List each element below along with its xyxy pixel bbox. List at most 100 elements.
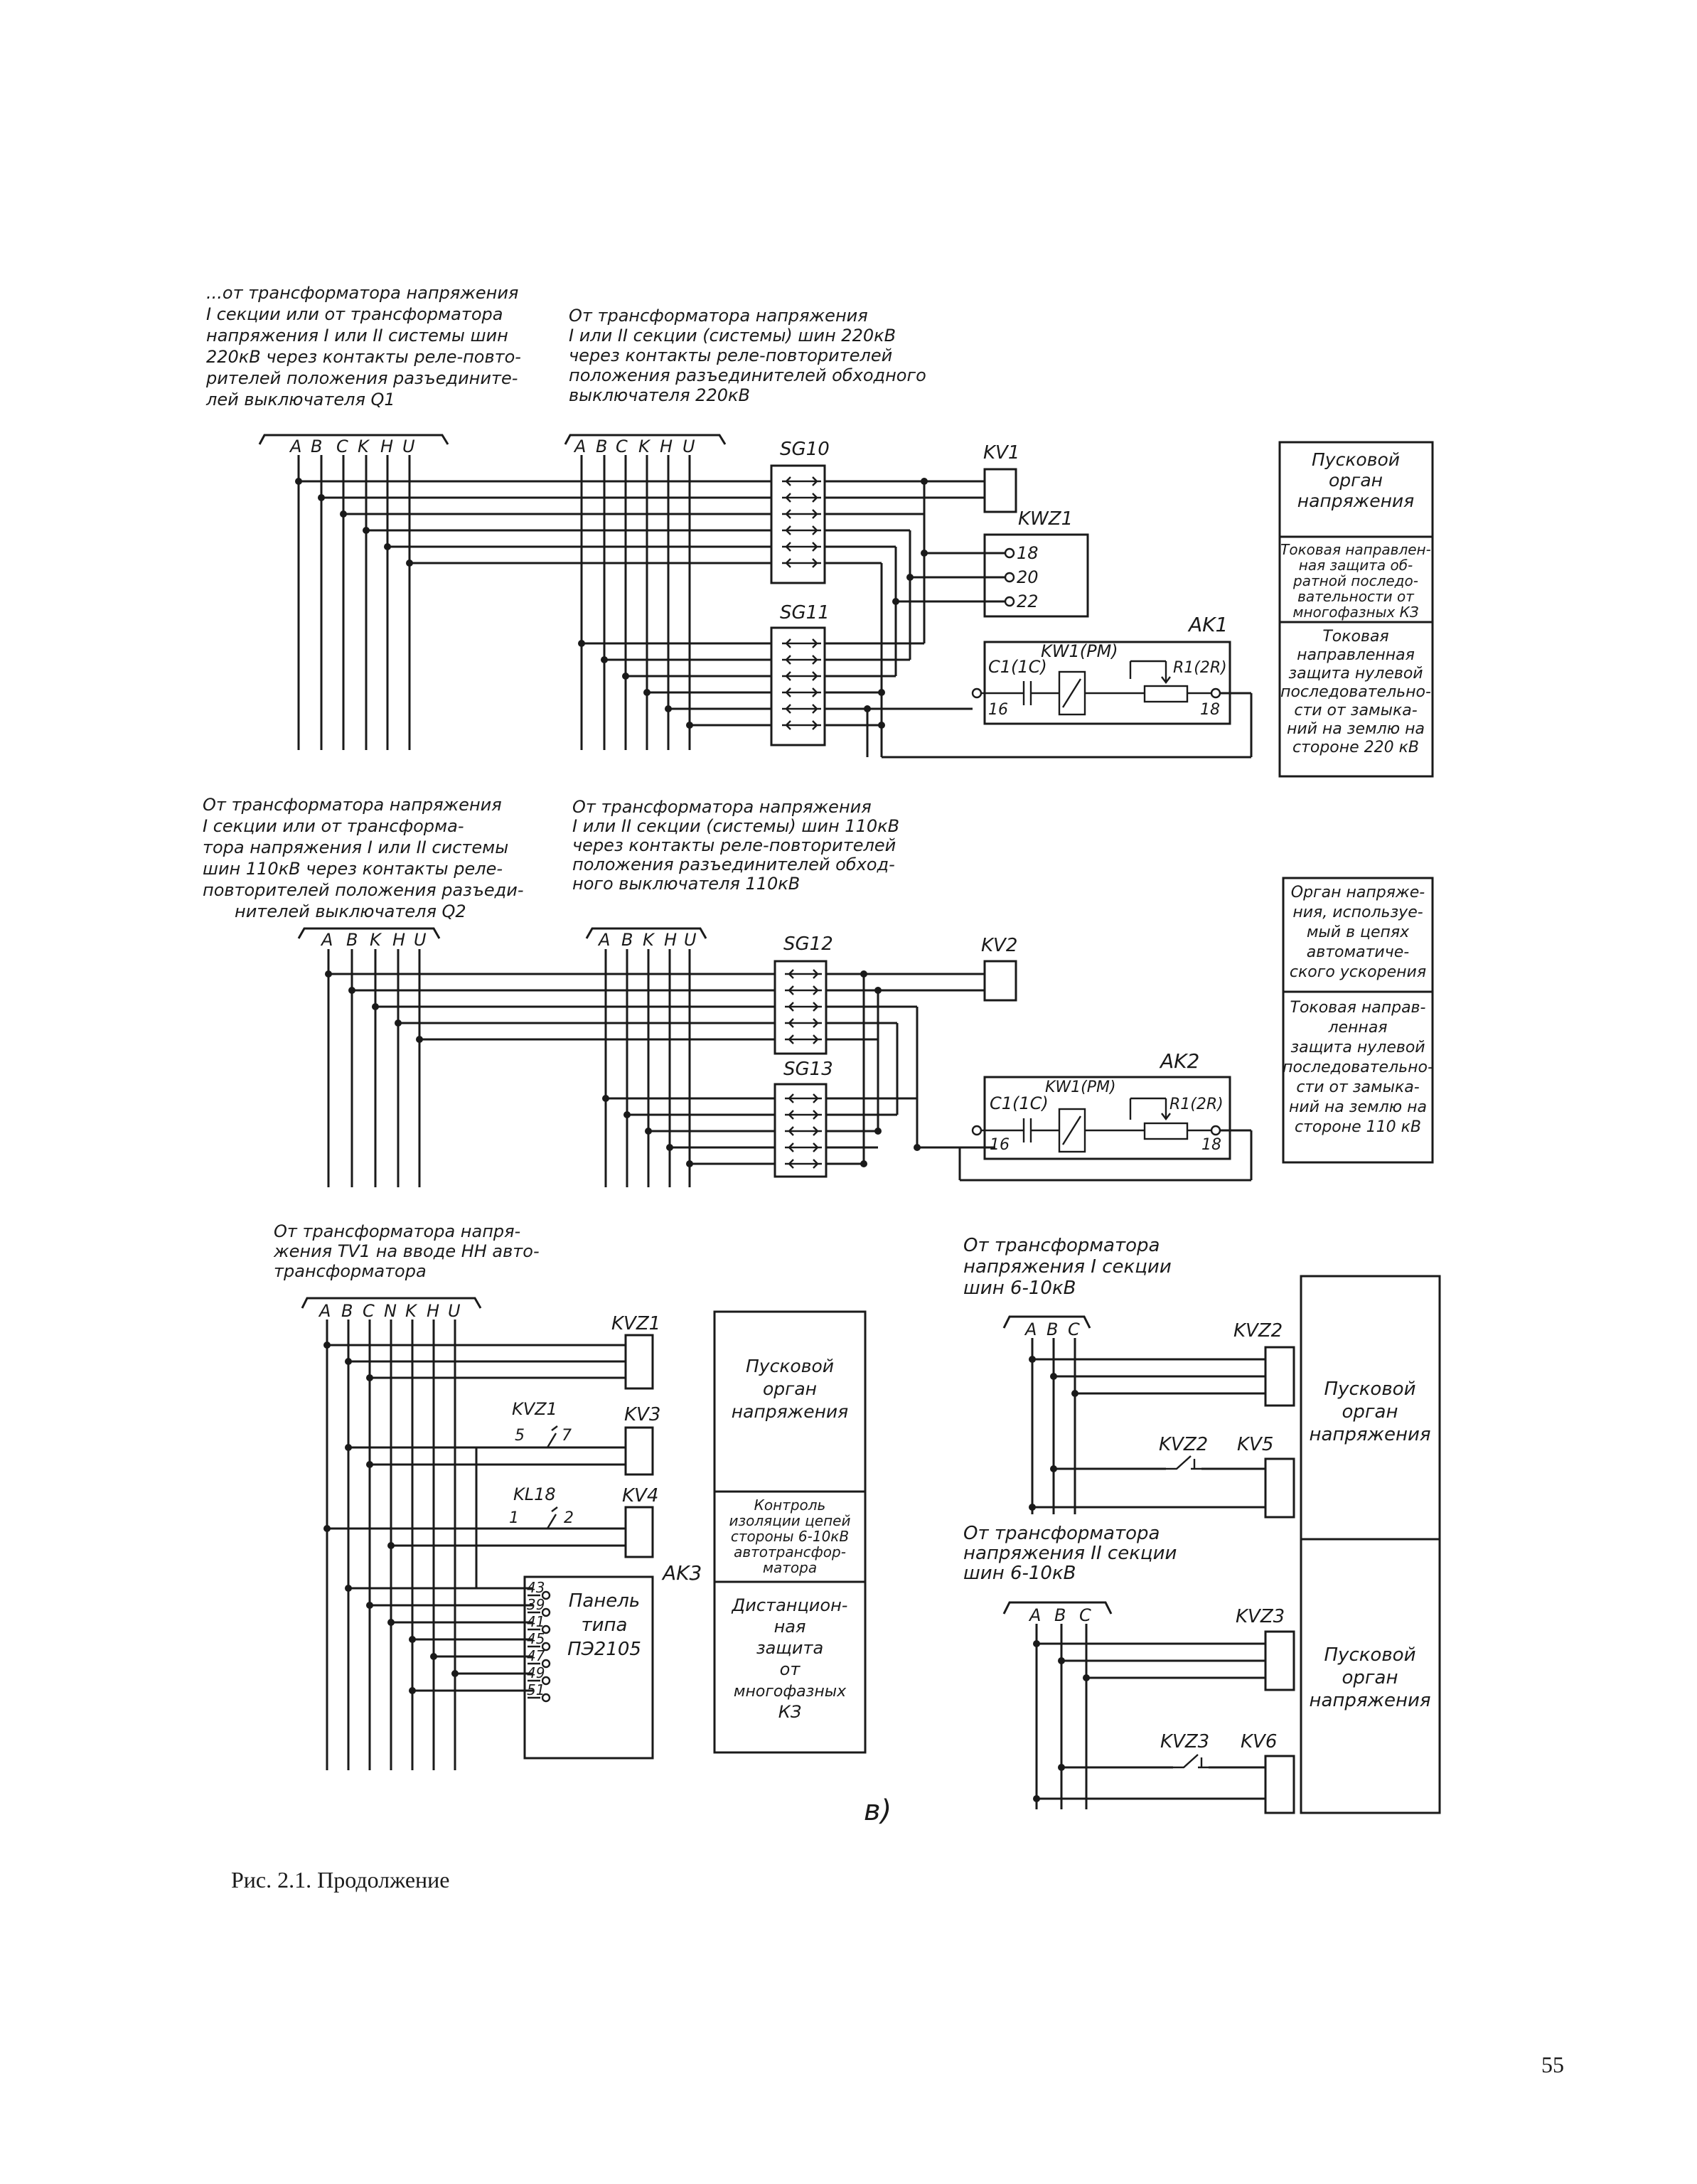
bus-letter: A [597,930,610,950]
legend-text: защита нулевой [1288,665,1423,682]
legend-text: автоматиче- [1307,943,1409,961]
sg11-block [770,626,826,746]
legend-text: напряжения [732,1401,848,1422]
panel-text: ПЭ2105 [567,1639,641,1660]
bus-letter: H [664,930,677,950]
pin [1210,1125,1221,1136]
legend-box [1278,441,1434,778]
bus-letter: A [573,437,586,456]
bus-letters-left: A B C K H U [289,437,415,456]
relay-ak1 [983,641,1231,725]
ak2-kw-label: KW1(PM) [1045,1078,1116,1096]
source-line: От трансформатора напряжения [203,795,502,815]
relay-kv6 [1264,1755,1295,1814]
source-line: лей выключателя Q1 [205,390,395,410]
wires-tv1 [327,1344,626,1692]
pin-label: 47 [527,1647,545,1664]
relay-kv5 [1264,1457,1295,1519]
relay-ak2 [983,1076,1231,1160]
legend-box [1282,877,1434,1164]
ak1-r-label: R1(2R) [1173,659,1227,677]
contact-label: KVZ1 [512,1399,557,1419]
relay-kvz3 [1264,1630,1295,1691]
bus-letters-right: A B C K H U [573,437,695,456]
legend-text: многофазных [734,1683,847,1701]
relay-kv3-label: KV3 [624,1404,660,1425]
bus-verticals-top [1031,1338,1076,1514]
legend-text: орган [1342,1667,1398,1688]
wires-to-sg12 [328,973,775,1041]
source-line: выключателя 220кВ [569,385,750,405]
pin [1004,572,1015,583]
bus-letter: B [346,930,358,950]
wires-110-out [826,973,1253,1182]
relay-kv4-label: KV4 [622,1485,658,1506]
bus-letters-right: A B K H U [597,930,697,950]
legend-text: ленная [1327,1019,1387,1037]
source-line: повторителей положения разъеди- [203,880,524,900]
source-label-220-left: ...от трансформатора напряжения I секции… [205,283,521,410]
legend-text: Токовая направлен- [1280,541,1431,558]
ak1-circuit [981,660,1211,716]
bus-letters-tv1: A B C N K H U [318,1301,461,1321]
legend-text: ния, используе- [1292,904,1423,921]
relay-kvz2 [1264,1346,1295,1407]
bus-letter: B [1054,1605,1066,1625]
bus-letter: K [643,930,655,950]
junction-dots-220-out [864,478,928,729]
relay-kvz1-label: KVZ1 [611,1313,660,1334]
wires-to-sg10 [299,480,771,564]
legend-text: Дистанцион- [732,1595,848,1615]
source-line: через контакты реле-повторителей [572,835,896,855]
figure-caption: Рис. 2.1. Продолжение [231,1867,449,1893]
ak1-pin-18: 18 [1200,701,1220,719]
legend-text: ная защита об- [1299,557,1413,574]
bus-letter: K [405,1301,418,1321]
source-line: От трансформатора [963,1523,1160,1544]
contact-label: KL18 [513,1484,556,1504]
bus-letter: A [1028,1605,1041,1625]
legend-text: стороны 6-10кВ [731,1528,849,1545]
pin-label: 45 [527,1630,545,1647]
source-line: тора напряжения I или II системы [203,837,508,857]
bus-letter: B [1046,1320,1058,1339]
contact-pin: 1 [509,1509,519,1527]
bus-bracket [301,1297,482,1309]
ak2-c-label: C1(1C) [990,1093,1049,1113]
bus-letter: C [1068,1320,1080,1339]
panel-text: типа [582,1615,628,1636]
legend-text: Орган напряже- [1291,884,1425,901]
diagram-110kv: От трансформатора напряжения I секции ил… [203,795,1434,1187]
ak1-pin-16: 16 [988,701,1008,719]
contact-kl18: KL18 1 2 [509,1484,574,1530]
relay-kvz3-label: KVZ3 [1236,1606,1285,1627]
bus-bracket-right [585,927,707,939]
bus-letter: C [616,437,628,456]
bus-letter: U [448,1301,461,1321]
relay-kv3 [624,1426,654,1476]
relay-kv4 [624,1506,654,1558]
bus-letters-left: A B K H U [320,930,427,950]
relay-kv2-label: KV2 [981,935,1017,956]
diagram-tv1: От трансформатора напря- жения TV1 на вв… [273,1221,867,1770]
legend-text: ний на землю на [1289,1098,1427,1116]
pin-label: 39 [527,1596,545,1613]
pin [971,687,983,699]
bus-letter: B [341,1301,353,1321]
relay-kv6-label: KV6 [1241,1731,1277,1752]
bus-letter: A [318,1301,331,1321]
source-line: нителей выключателя Q2 [235,901,466,921]
wires-to-sg11 [582,642,771,727]
legend-text: матора [763,1559,817,1576]
sg10-contacts [782,476,821,568]
bus-bracket-left [258,434,449,445]
bus-verticals-bottom [1035,1624,1088,1809]
legend-text: Контроль [754,1497,826,1514]
legend-220: Пусковой орган напряжения Токовая направ… [1278,441,1434,778]
ak2-r-label: R1(2R) [1169,1096,1224,1113]
ak1-kw-label: KW1(PM) [1041,641,1118,661]
bus-letter: H [660,437,673,456]
legend-110: Орган напряже- ния, используе- мый в цеп… [1282,877,1434,1164]
legend-text: стороне 220 кВ [1292,739,1419,756]
